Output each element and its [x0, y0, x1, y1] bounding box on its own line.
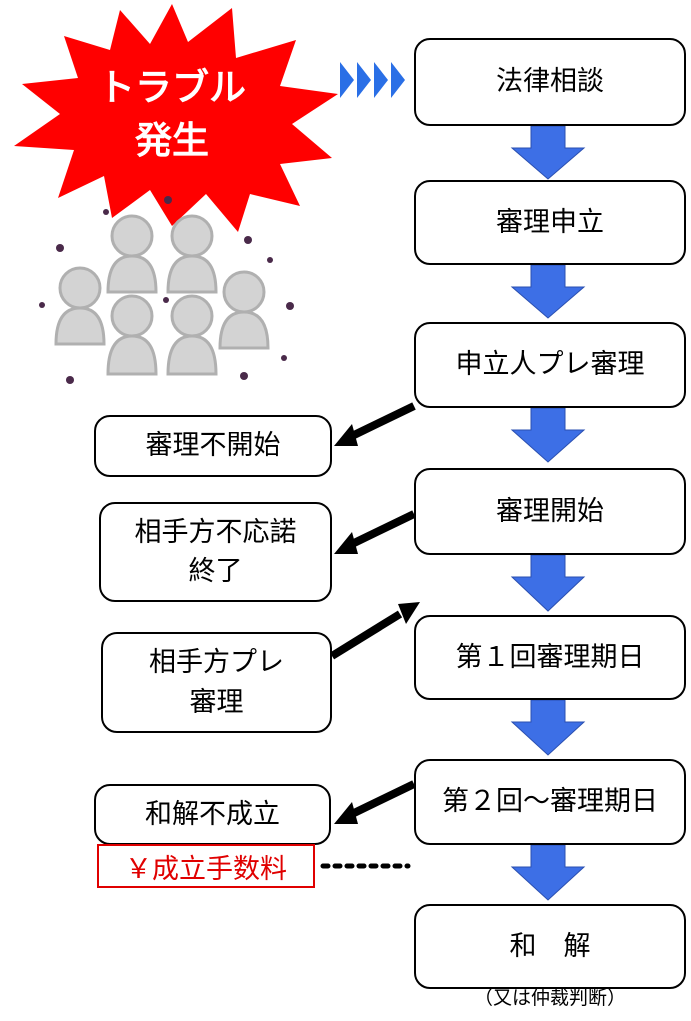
step-consult-label: 法律相談 [496, 66, 604, 98]
step-consult: 法律相談 [414, 38, 686, 126]
flow-arrow [510, 264, 586, 319]
side-no-consent: 相手方不応諾 終了 [99, 502, 332, 602]
flow-arrow [510, 554, 586, 612]
step-first-hearing: 第１回審理期日 [414, 615, 686, 700]
side-pre-respondent-line2: 審理 [189, 686, 244, 718]
trouble-label: トラブル 発生 [72, 62, 272, 167]
step-settlement: 和 解 [414, 904, 686, 989]
people-group-icon [39, 196, 294, 384]
step-start-label: 審理開始 [496, 495, 604, 527]
trouble-line2: 発生 [135, 118, 209, 162]
flow-arrow [510, 125, 586, 180]
trouble-line1: トラブル [98, 66, 246, 109]
side-no-consent-line2: 終了 [188, 556, 243, 587]
chevrons-icon [340, 62, 405, 98]
branch-arrow [350, 780, 416, 818]
step-start: 審理開始 [414, 468, 686, 555]
side-no-settlement-label: 和解不成立 [145, 798, 280, 830]
side-no-start-label: 審理不開始 [145, 430, 281, 462]
branch-arrow [350, 402, 416, 440]
step-second-hearing-label: 第２回～審理期日 [442, 786, 658, 818]
success-fee-box: ￥成立手数料 [97, 844, 315, 888]
step-filing-label: 審理申立 [496, 206, 604, 238]
step-filing: 審理申立 [414, 180, 686, 265]
trouble-burst-icon [14, 4, 338, 232]
branch-arrow [329, 610, 403, 660]
side-no-settlement: 和解不成立 [94, 784, 331, 845]
step-pre-claimant-label: 申立人プレ審理 [455, 349, 645, 381]
step-first-hearing-label: 第１回審理期日 [455, 641, 645, 673]
step-pre-claimant: 申立人プレ審理 [414, 322, 686, 408]
side-no-consent-line1: 相手方不応諾 [134, 516, 297, 548]
side-pre-respondent: 相手方プレ 審理 [101, 632, 332, 733]
side-pre-respondent-line1: 相手方プレ [149, 647, 284, 679]
success-fee-label: ￥成立手数料 [125, 853, 287, 885]
flow-arrow [510, 844, 586, 901]
flow-arrow [510, 699, 586, 756]
side-no-start: 審理不開始 [94, 415, 332, 477]
flow-arrow [510, 407, 586, 463]
step-settlement-label: 和 解 [509, 930, 591, 962]
step-second-hearing: 第２回～審理期日 [414, 759, 686, 845]
arbitration-note: （又は仲裁判断） [473, 987, 626, 1009]
branch-arrow [350, 510, 416, 548]
